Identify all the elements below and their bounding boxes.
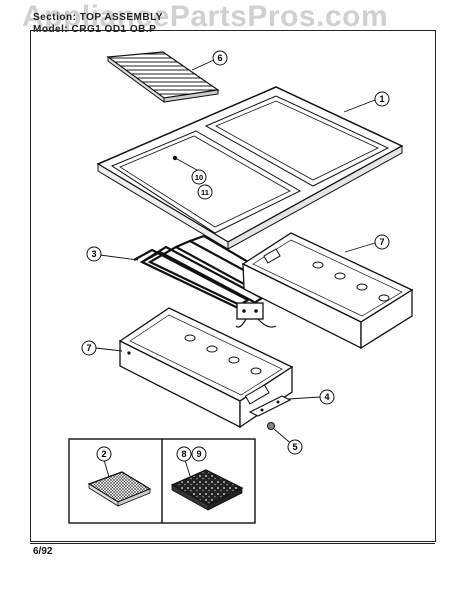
callout-6: 6 <box>212 50 228 66</box>
revision-date: 6/92 <box>33 546 53 557</box>
lava-rock-part <box>170 469 244 511</box>
callout-7-upper: 7 <box>374 234 390 250</box>
svg-text:7: 7 <box>86 343 91 353</box>
callout-5: 5 <box>287 439 303 455</box>
filter-screen-part <box>87 471 152 507</box>
callout-9: 9 <box>191 446 207 462</box>
callout-8: 8 <box>176 446 192 462</box>
footer-divider <box>30 543 435 544</box>
svg-text:5: 5 <box>292 442 297 452</box>
svg-text:4: 4 <box>324 392 329 402</box>
bracket-part <box>248 395 292 417</box>
callout-4: 4 <box>319 389 335 405</box>
accessories-box <box>68 438 256 524</box>
svg-text:2: 2 <box>101 449 106 459</box>
svg-text:7: 7 <box>379 237 384 247</box>
callout-1: 1 <box>374 91 390 107</box>
grill-grate-part <box>106 51 220 103</box>
svg-text:8: 8 <box>181 449 186 459</box>
svg-text:6: 6 <box>217 53 222 63</box>
callout-3: 3 <box>86 246 102 262</box>
cooktop-frame-part <box>96 86 404 250</box>
callout-7-lower: 7 <box>81 340 97 356</box>
callout-2: 2 <box>96 446 112 462</box>
diagram-frame <box>30 30 436 542</box>
callout-10: 10 <box>191 169 207 185</box>
svg-text:9: 9 <box>196 449 201 459</box>
svg-text:3: 3 <box>91 249 96 259</box>
drip-pan-lower-part <box>118 307 294 429</box>
svg-text:1: 1 <box>379 94 384 104</box>
drip-pan-upper-part <box>241 232 414 350</box>
svg-text:10: 10 <box>195 173 203 182</box>
screw-part <box>267 422 275 430</box>
callout-11: 11 <box>197 184 213 200</box>
model-label: Model: CRG1 OD1 OB.P <box>33 24 157 35</box>
svg-text:11: 11 <box>201 188 209 197</box>
watermark: AppliancePartsPros.com <box>22 0 389 33</box>
section-label: Section: TOP ASSEMBLY <box>33 12 163 23</box>
